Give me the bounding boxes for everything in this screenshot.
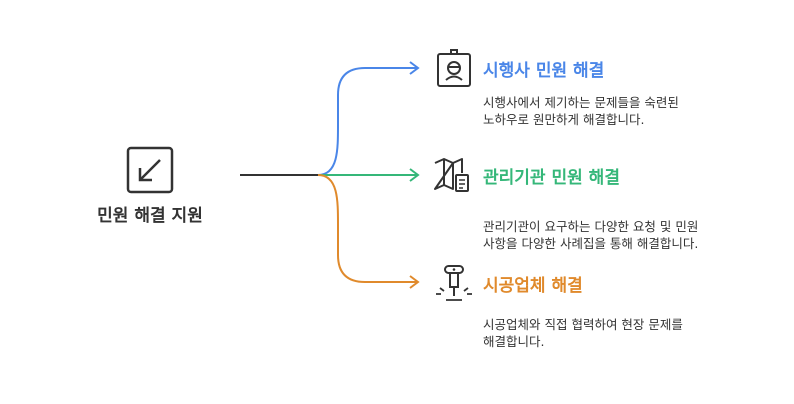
developer-badge-icon bbox=[437, 49, 471, 87]
branch-desc-agency: 관리기관이 요구하는 다양한 요청 및 민원 사항을 다양한 사례집을 통해 해… bbox=[483, 218, 783, 252]
arrowhead-agency bbox=[409, 168, 420, 182]
desc-line: 사항을 다양한 사례집을 통해 해결합니다. bbox=[483, 236, 699, 251]
branch-desc-developer: 시행사에서 제기하는 문제들을 숙련된 노하우로 원만하게 해결합니다. bbox=[483, 94, 783, 128]
root-label: 민원 해결 지원 bbox=[97, 206, 203, 226]
desc-line: 시행사에서 제기하는 문제들을 숙련된 bbox=[483, 95, 679, 110]
diagonal-arrow-icon bbox=[126, 146, 174, 194]
branch-title-agency: 관리기관 민원 해결 bbox=[483, 168, 620, 188]
arrowhead-contractor bbox=[409, 275, 420, 289]
branch-desc-contractor: 시공업체와 직접 협력하여 현장 문제를 해결합니다. bbox=[483, 316, 783, 350]
jackhammer-icon bbox=[436, 265, 472, 301]
connector-developer bbox=[317, 67, 418, 176]
desc-line: 해결합니다. bbox=[483, 334, 545, 349]
branch-title-contractor: 시공업체 해결 bbox=[483, 276, 583, 296]
branch-title-developer: 시행사 민원 해결 bbox=[483, 61, 605, 81]
arrowhead-developer bbox=[409, 61, 420, 75]
desc-line: 노하우로 원만하게 해결합니다. bbox=[483, 112, 645, 127]
desc-line: 시공업체와 직접 협력하여 현장 문제를 bbox=[483, 317, 683, 332]
desc-line: 관리기관이 요구하는 다양한 요청 및 민원 bbox=[483, 219, 699, 234]
connector-contractor bbox=[317, 174, 418, 283]
map-document-icon bbox=[434, 158, 469, 192]
